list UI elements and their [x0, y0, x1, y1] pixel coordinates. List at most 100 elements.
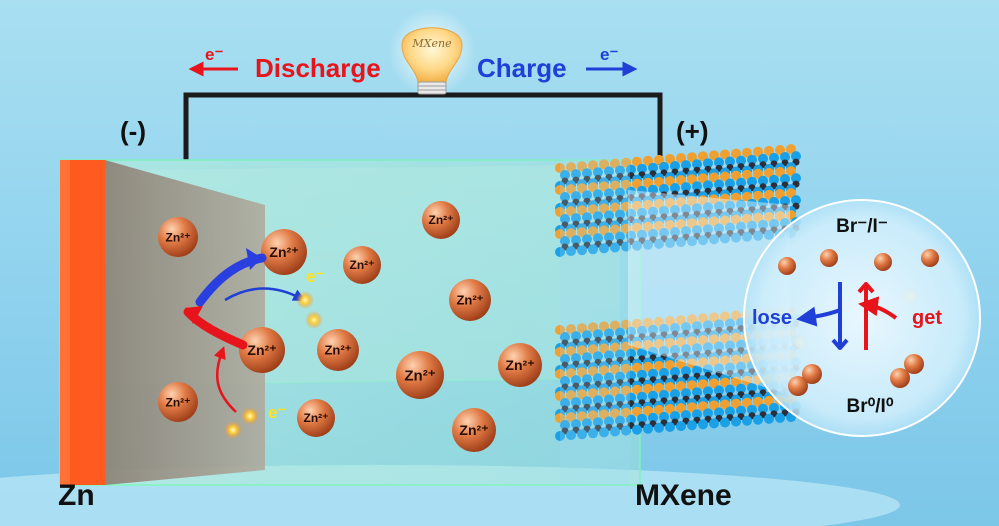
mxene-atom [714, 341, 724, 352]
mxene-atom [703, 320, 713, 331]
zn-ion-label: Zn²⁺ [429, 213, 454, 227]
mxene-atom [555, 391, 565, 401]
mxene-atom [632, 362, 642, 373]
zn-ion: Zn²⁺ [158, 217, 198, 257]
mxene-atom [736, 383, 746, 394]
mxene-atom [687, 174, 697, 185]
mxene-atom [670, 367, 680, 377]
zn-ion-label: Zn²⁺ [304, 411, 329, 425]
zn-ion: Zn²⁺ [498, 343, 542, 387]
mxene-atom [659, 345, 669, 356]
zn-ion: Zn²⁺ [239, 327, 285, 373]
mxene-atom [731, 354, 741, 365]
mxene-atom [753, 396, 763, 407]
mxene-atom [610, 426, 620, 437]
mxene-atom [747, 404, 757, 415]
mxene-atom [764, 189, 774, 200]
mxene-atom [742, 397, 752, 408]
mxene-atom [610, 224, 620, 235]
mxene-atom [714, 385, 724, 396]
mxene-atom [626, 348, 636, 359]
mxene-atom [670, 161, 680, 171]
zn-ion-sphere [449, 279, 491, 321]
inset-bottom-label: Br⁰/I⁰ [847, 396, 894, 417]
mxene-atom [621, 407, 631, 418]
mxene-atom [681, 388, 691, 399]
halogen-atom [788, 376, 808, 396]
mxene-atom [648, 346, 658, 357]
mxene-atom [692, 321, 702, 332]
mxene-atom [687, 314, 697, 325]
electron-spark [305, 311, 323, 329]
zn-ion-sphere [317, 329, 359, 371]
mxene-atom [560, 214, 570, 224]
mxene-atom [582, 330, 592, 341]
inset-top-label: Br⁻/I⁻ [836, 216, 888, 237]
mxene-atom [582, 418, 592, 429]
mxene-atom [599, 243, 609, 254]
mxene-atom [566, 412, 576, 423]
mxene-atom [615, 371, 625, 382]
mxene-atom [775, 145, 785, 155]
mxene-atom [626, 392, 636, 403]
mxene-atom [786, 188, 796, 199]
mxene-atom [786, 210, 796, 221]
mxene-atom [764, 413, 774, 424]
mxene-atom [681, 366, 691, 377]
mxene-atom [643, 239, 653, 250]
mxene-atom [632, 406, 642, 417]
mxene-atom [626, 326, 636, 337]
mxene-atom [725, 362, 735, 373]
mxene-atom [582, 212, 592, 223]
mxene-atom [714, 363, 724, 374]
zn-ion: Zn²⁺ [343, 246, 381, 284]
mxene-atom [604, 210, 614, 221]
mxene-atom [764, 229, 774, 240]
mxene-atom [659, 323, 669, 334]
mxene-atom [698, 419, 708, 430]
mxene-atom [643, 177, 653, 188]
mxene-atom [610, 202, 620, 213]
mxene-atom [687, 402, 697, 413]
mxene-atom [720, 355, 730, 366]
mxene-atom [681, 344, 691, 355]
mxene-atom [709, 216, 719, 227]
electron-spark [296, 291, 314, 309]
mxene-atom [747, 198, 757, 209]
mxene-atom [610, 242, 620, 253]
mxene-atom [709, 194, 719, 205]
mxene-atom [681, 410, 691, 421]
mxene-atom [604, 328, 614, 339]
mxene-atom [626, 208, 636, 219]
zn-ion-label: Zn²⁺ [269, 244, 298, 260]
bulb-text: MXene [411, 37, 452, 50]
mxene-atom [714, 179, 724, 190]
mxene-atom [615, 415, 625, 426]
mxene-atom [687, 336, 697, 347]
mxene-atom [758, 197, 768, 208]
mxene-atom [588, 244, 598, 255]
halogen-molecule [788, 364, 822, 396]
mxene-atom [593, 167, 603, 178]
mxene-atom [560, 170, 570, 180]
mxene-atom [742, 213, 752, 224]
mxene-atom [654, 220, 664, 231]
mxene-atom [692, 181, 702, 192]
mxene-atom [610, 320, 620, 331]
mxene-atom [758, 175, 768, 186]
mxene-atom [577, 367, 587, 378]
inset-species [778, 249, 939, 396]
mxene-atom [643, 423, 653, 434]
discharge-label: Discharge [255, 53, 381, 83]
mxene-atom [725, 200, 735, 211]
mxene-atom [654, 360, 664, 371]
mxene-atom [654, 404, 664, 415]
zn-ion-label: Zn²⁺ [456, 293, 483, 308]
mxene-atom [698, 401, 708, 412]
mxene-atom [626, 230, 636, 241]
mxene-atom [654, 238, 664, 249]
halogen-molecule [890, 354, 924, 388]
mxene-atom [648, 324, 658, 335]
mxene-atom [599, 181, 609, 192]
mxene-atom [643, 317, 653, 328]
